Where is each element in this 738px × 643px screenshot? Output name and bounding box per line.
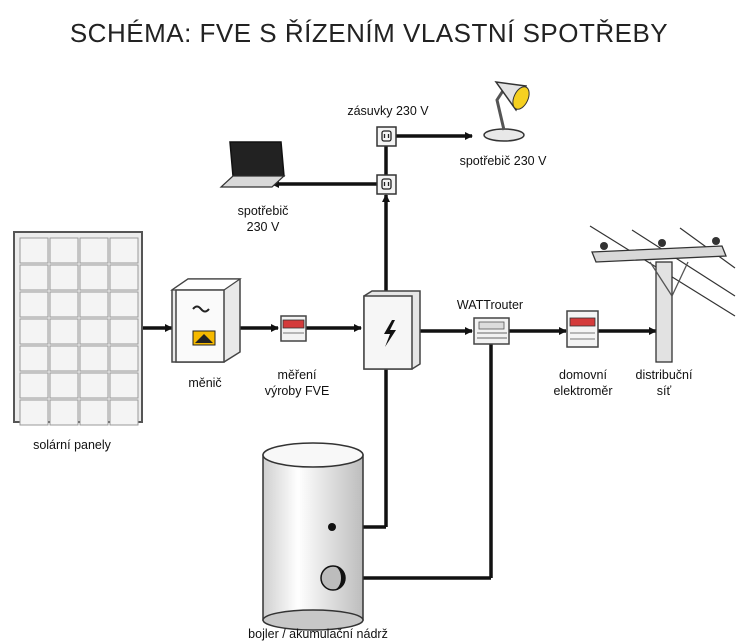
outlet-icon-upper [376,126,397,147]
solar-cell [79,345,109,372]
solar-cell [49,399,79,426]
grid-label-line1: distribuční [635,368,693,382]
solar-cell [79,264,109,291]
desk-lamp-icon [483,81,530,142]
home-meter-label-line1: domovní [559,368,607,382]
solar-cell [49,372,79,399]
laptop-icon [219,141,286,188]
grid-label-line2: síť [656,384,672,398]
pv-meter-icon [280,315,307,342]
wattrouter-label: WATTrouter [456,298,524,312]
solar-cell [109,372,139,399]
solar-cell [19,372,49,399]
inverter-label: měnič [188,376,222,390]
power-lines [142,132,657,582]
boiler-label: bojler / akumulační nádrž [248,627,388,641]
utility-pole-icon [589,225,736,363]
solar-cell [19,399,49,426]
pv-meter-label-line2: výroby FVE [264,384,330,398]
solar-cell [79,291,109,318]
home-meter-icon [566,310,599,348]
solar-panels-label: solární panely [33,438,111,452]
solar-cell [79,399,109,426]
solar-cell [49,237,79,264]
distribution-box-icon [363,290,421,370]
solar-cell [49,318,79,345]
inverter-icon [170,278,242,363]
outlet-icon-lower [376,174,397,195]
solar-cell [19,264,49,291]
lamp-appliance-label: spotřebič 230 V [459,154,547,168]
wattrouter-icon [473,317,510,345]
solar-cell [19,237,49,264]
solar-cell [109,264,139,291]
solar-cell [49,264,79,291]
pv-meter-label: měření výroby FVE [262,367,332,399]
pv-meter-label-line1: měření [277,368,317,382]
solar-cell [109,291,139,318]
solar-cell [109,318,139,345]
laptop-appliance-label-line2: 230 V [246,220,280,234]
laptop-appliance-label-line1: spotřebič [237,204,289,218]
diagram-title: SCHÉMA: FVE S ŘÍZENÍM VLASTNÍ SPOTŘEBY [69,18,669,48]
solar-cell [19,291,49,318]
home-meter-label: domovní elektroměr [543,367,623,399]
solar-cell [79,318,109,345]
solar-cell [19,345,49,372]
grid-label: distribuční síť [624,367,704,399]
solar-cell [109,237,139,264]
laptop-appliance-label: spotřebič 230 V [228,203,298,235]
solar-cell [109,345,139,372]
boiler-tank-icon [262,442,364,631]
solar-panel-icon [13,231,143,426]
solar-cell [19,318,49,345]
solar-cell [79,237,109,264]
solar-cell [79,372,109,399]
solar-cell [109,399,139,426]
solar-cell [49,345,79,372]
outlets-label: zásuvky 230 V [347,104,429,118]
home-meter-label-line2: elektroměr [553,384,613,398]
solar-cell [49,291,79,318]
